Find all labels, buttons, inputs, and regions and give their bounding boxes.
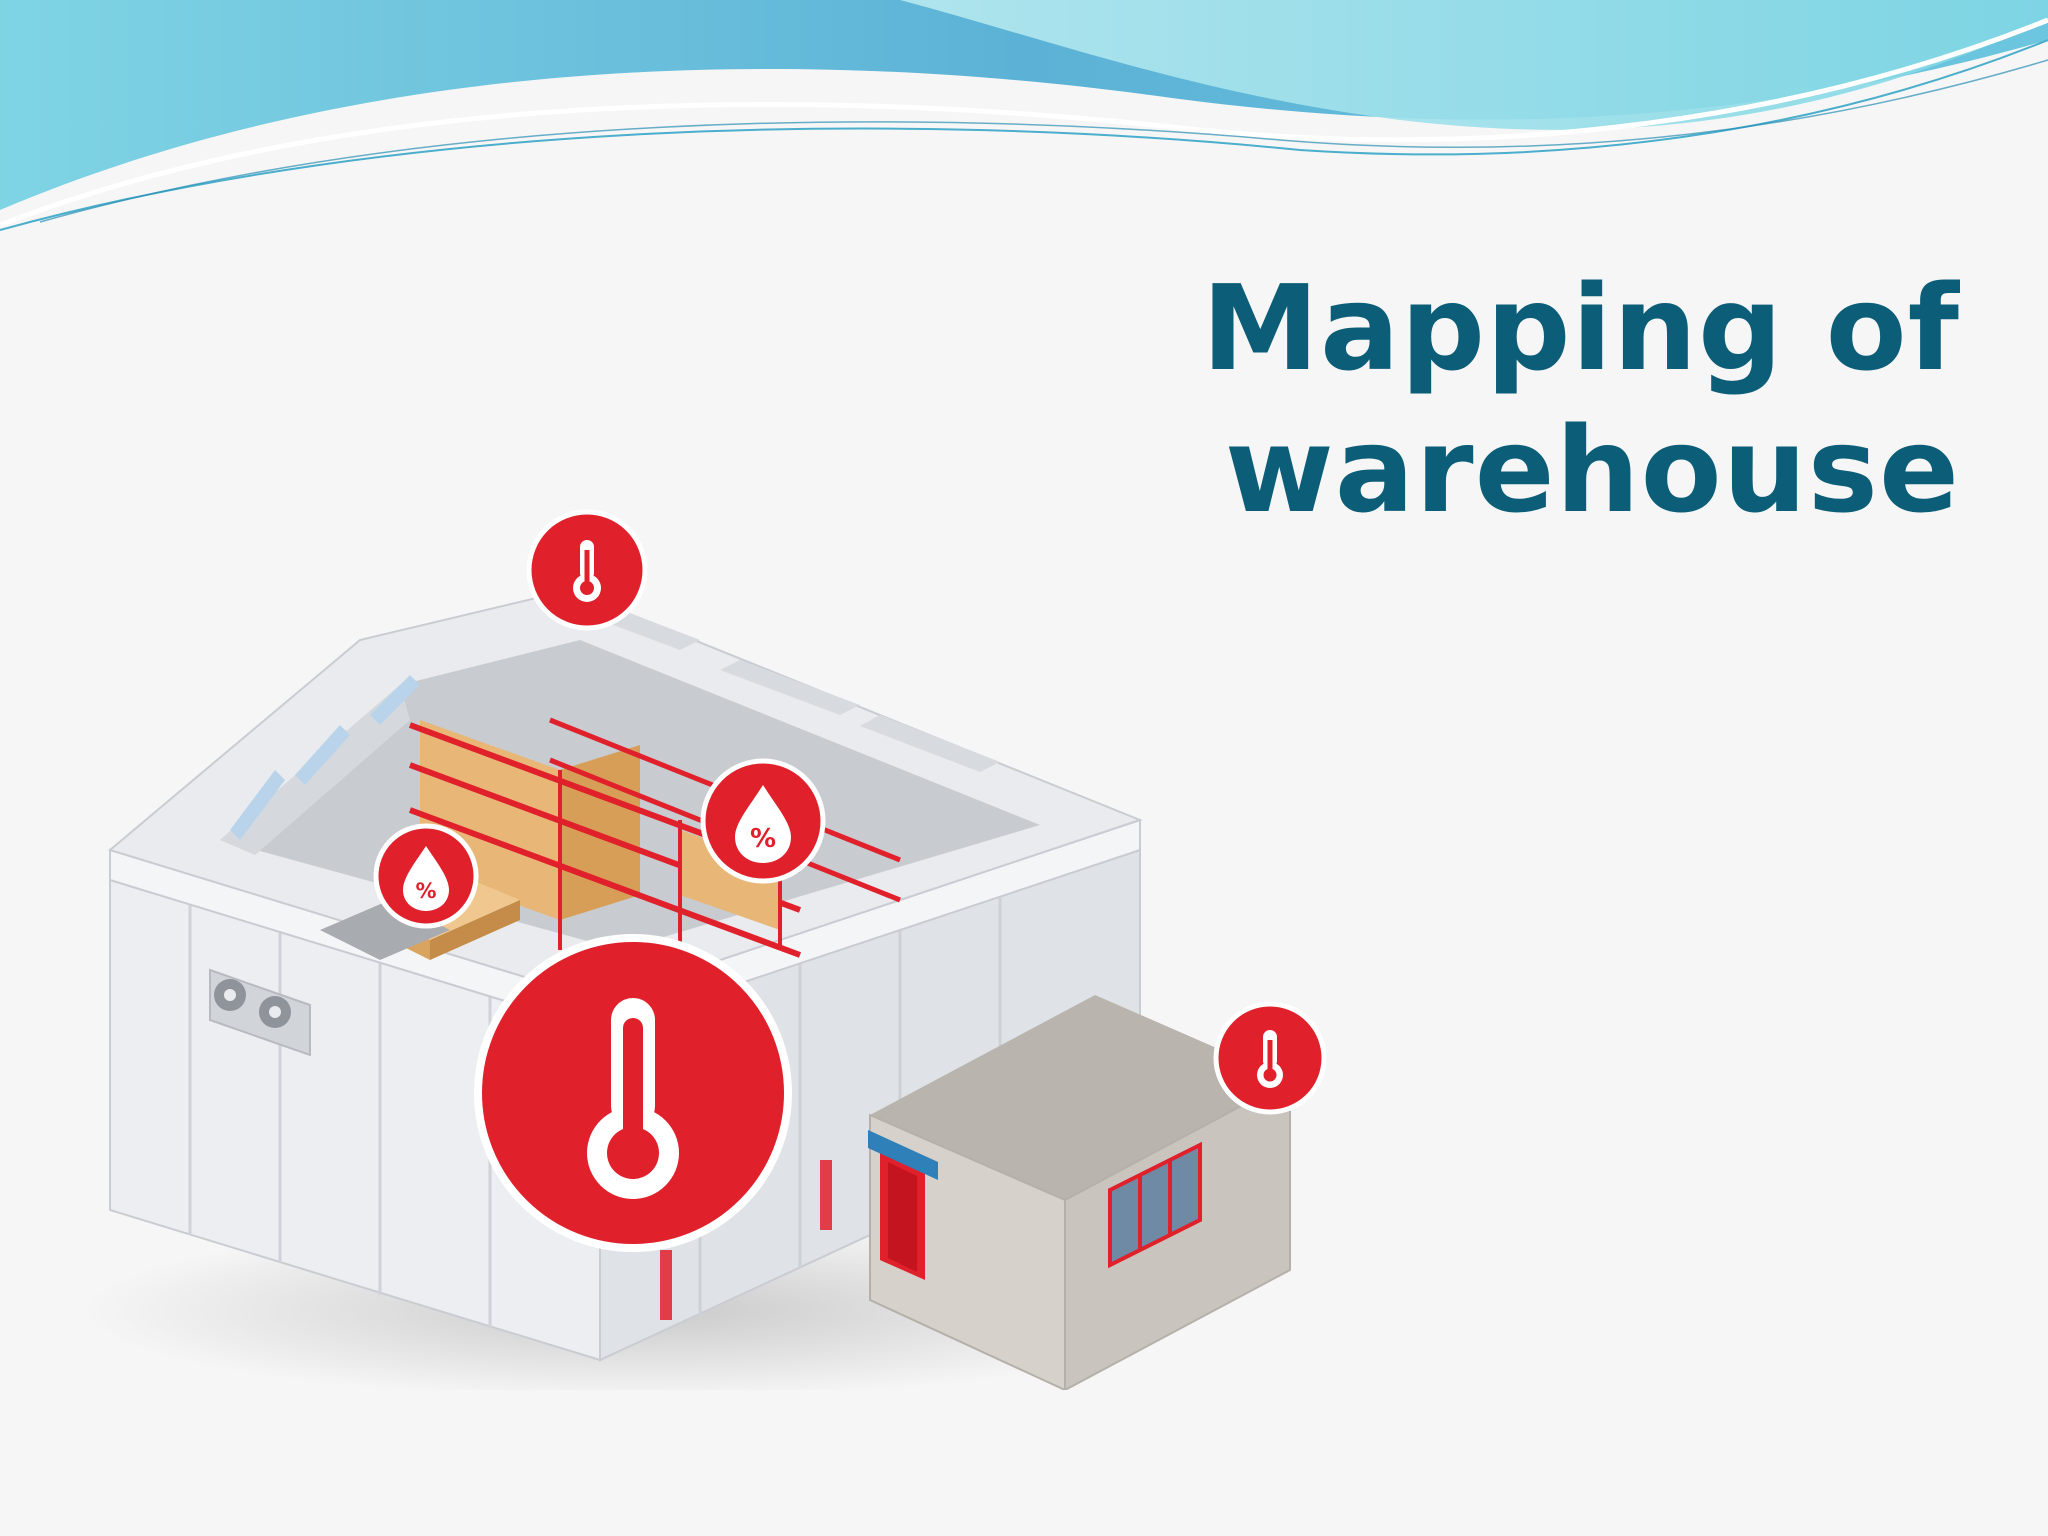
cooling-units <box>209 968 311 1057</box>
wall-markings <box>660 1160 832 1320</box>
wave-header-decoration <box>0 0 2048 231</box>
humidity-drop-icon: % <box>700 758 826 884</box>
thermometer-icon <box>526 509 648 631</box>
svg-text:%: % <box>750 824 776 854</box>
warehouse-illustration: % % <box>80 509 1327 1390</box>
humidity-drop-icon: % <box>373 823 479 929</box>
svg-text:%: % <box>415 879 436 903</box>
thermometer-icon <box>1213 1001 1327 1115</box>
slide-title: Mapping of warehouse <box>1201 259 1960 539</box>
annex-building <box>868 995 1291 1390</box>
thermometer-icon <box>474 934 792 1252</box>
